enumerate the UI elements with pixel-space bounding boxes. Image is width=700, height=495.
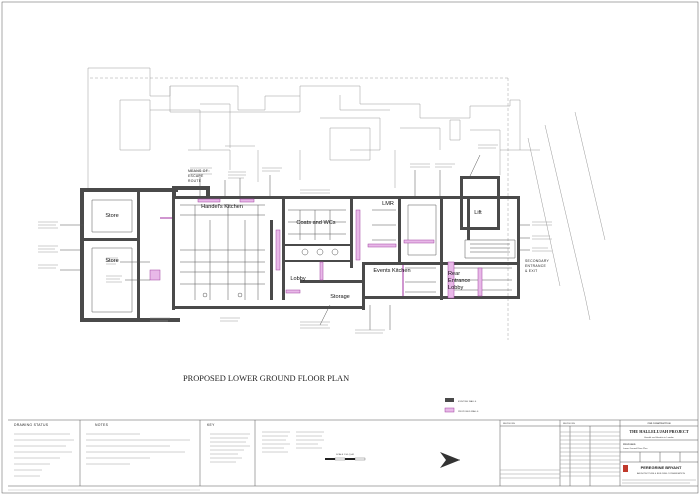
project-name: THE HALLELUJAH PROJECT bbox=[629, 429, 689, 434]
title-block bbox=[620, 419, 698, 484]
firm-subtitle: ARCHITECTURE & BUILDING CONSERVATION bbox=[637, 472, 685, 475]
legend-swatch-proposed bbox=[444, 407, 455, 413]
revisions-header-1: REVISIONS bbox=[503, 423, 515, 425]
floor-plan bbox=[80, 176, 520, 322]
firm-logo-icon bbox=[623, 465, 628, 472]
room-label-coats-wcs: Coats and WCs bbox=[296, 220, 335, 226]
drawing-name-2: Lower Ground Floor Plan bbox=[623, 447, 648, 450]
bottom-panels bbox=[8, 419, 698, 487]
proposed-walls bbox=[149, 198, 483, 299]
room-label-lmr: LMR bbox=[382, 201, 394, 207]
room-label-storage: Storage bbox=[330, 294, 350, 300]
room-label-store-1: Store bbox=[105, 213, 118, 219]
panel-text-lines bbox=[14, 431, 324, 477]
scale-bar bbox=[325, 457, 366, 461]
room-label-events-kitchen: Events Kitchen bbox=[373, 268, 410, 274]
legend-label-proposed: PROPOSED WALLS bbox=[458, 410, 479, 413]
label-secondary-entrance: SECONDARY ENTRANCE & EXIT bbox=[525, 259, 550, 273]
drawing-name-1: PROPOSED bbox=[623, 444, 636, 446]
drawing-title: PROPOSED LOWER GROUND FLOOR PLAN bbox=[183, 374, 349, 383]
label-means-of-escape: MEANS OF ESCAPE ROUTE bbox=[188, 169, 209, 183]
callout-leaders bbox=[60, 154, 530, 330]
room-label-store-2: Store bbox=[105, 258, 118, 264]
room-label-lobby: Lobby bbox=[290, 276, 305, 282]
panel-drawing-status: DRAWING STATUS bbox=[14, 423, 49, 427]
room-label-handels-kitchen: Handel's Kitchen bbox=[201, 204, 243, 210]
for-construction: FOR CONSTRUCTION bbox=[648, 423, 671, 425]
legend-label-existing: EXISTING WALLS bbox=[458, 400, 477, 403]
panel-key: KEY bbox=[207, 423, 215, 427]
room-label-lift: Lift bbox=[474, 210, 482, 216]
room-label-rear-entrance-lobby: Rear Entrance Lobby bbox=[448, 271, 472, 291]
project-subtitle: Handel and Hendrix in London bbox=[644, 436, 674, 439]
annotation-lines bbox=[38, 144, 552, 334]
scale-label: SCALE 1:50 @ A1 bbox=[336, 453, 355, 456]
north-arrow-icon bbox=[440, 452, 460, 468]
firm-name: PEREGRINE BRYANT bbox=[641, 465, 682, 470]
legend-swatch-existing bbox=[445, 398, 454, 402]
revisions-header-2: REVISIONS bbox=[563, 423, 575, 425]
revisions-table bbox=[500, 419, 620, 486]
panel-notes: NOTES bbox=[95, 423, 109, 427]
context-buildings bbox=[87, 67, 606, 340]
